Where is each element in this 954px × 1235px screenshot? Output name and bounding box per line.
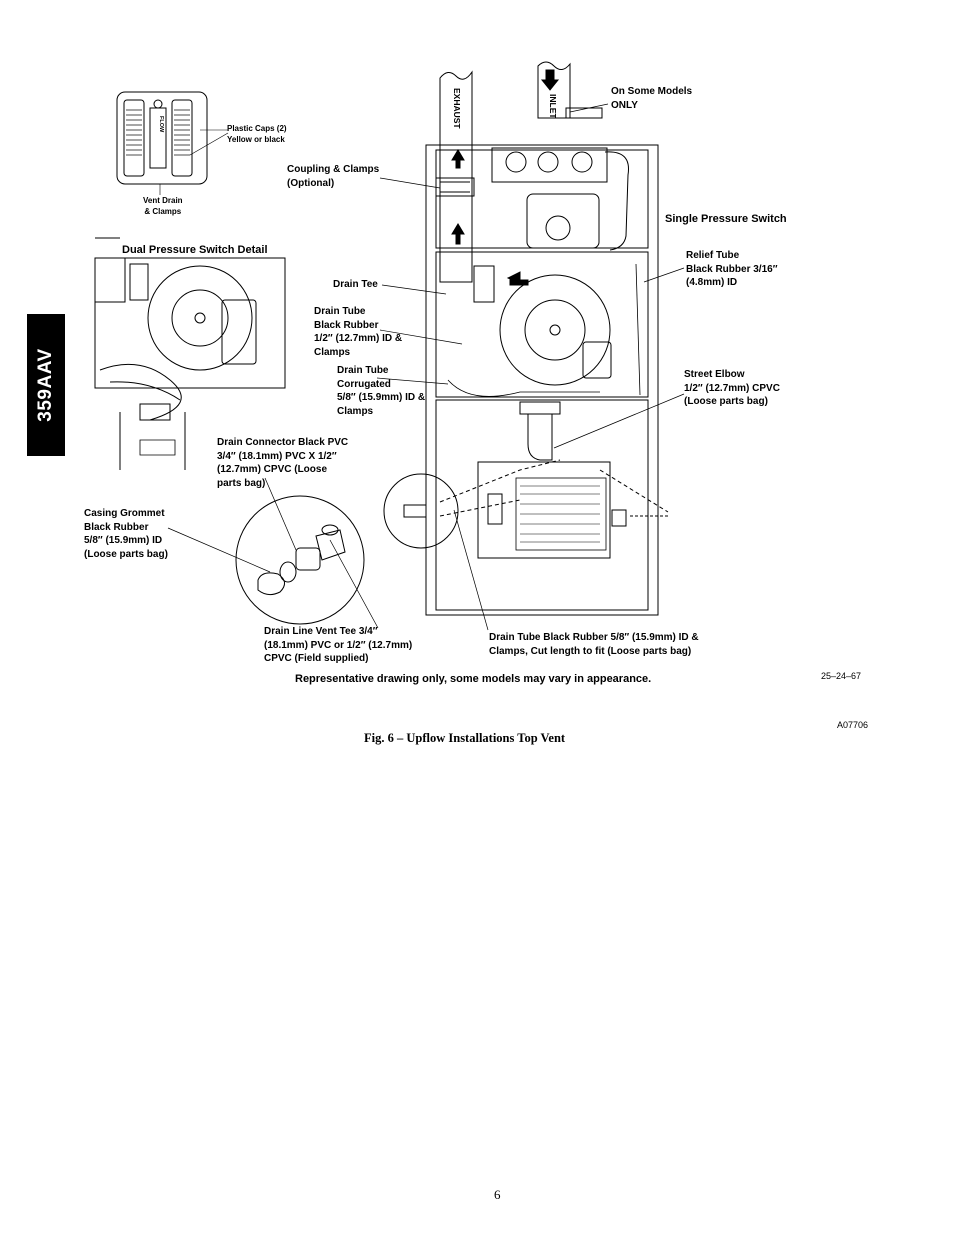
label-relief-tube: Relief Tube Black Rubber 3/16″ (4.8mm) I… [686,250,778,288]
label-dual-pressure-switch: Dual Pressure Switch Detail [122,244,268,256]
label-casing-grommet: Casing Grommet Black Rubber 5/8″ (15.9mm… [84,508,168,560]
furnace-installation-drawing [94,61,685,631]
drawing-note: Representative drawing only, some models… [295,673,652,685]
label-flow: FLOW [158,116,164,133]
label-drain-tube-black-rubber-58: Drain Tube Black Rubber 5/8″ (15.9mm) ID… [489,632,699,657]
label-vent-drain: Vent Drain & Clamps [143,196,183,216]
model-side-tab: 359AAV [27,314,65,456]
figure-id: A07706 [837,720,869,730]
vent-drain-detail [116,91,229,195]
drain-fittings-detail [235,495,365,625]
label-coupling-clamps: Coupling & Clamps (Optional) [287,164,380,189]
figure-caption: Fig. 6 – Upflow Installations Top Vent [364,731,566,745]
label-street-elbow: Street Elbow 1/2″ (12.7mm) CPVC (Loose p… [684,369,780,407]
page-number: 6 [494,1187,501,1202]
dual-pressure-switch-detail [94,237,286,470]
label-exhaust: EXHAUST [452,88,462,129]
vent-pipes [435,61,603,283]
label-drain-line-vent-tee: Drain Line Vent Tee 3/4″ (18.1mm) PVC or… [264,626,413,664]
label-drain-tube-corrugated: Drain Tube Corrugated 5/8″ (15.9mm) ID &… [337,365,426,417]
label-drain-tee: Drain Tee [333,279,378,290]
label-single-pressure-switch: Single Pressure Switch [665,213,787,225]
label-on-some-models: On Some Models ONLY [611,86,693,111]
label-plastic-caps: Plastic Caps (2) Yellow or black [227,124,287,144]
label-drain-connector: Drain Connector Black PVC 3/4″ (18.1mm) … [217,437,349,489]
drawing-number: 25–24–67 [821,671,862,681]
label-inlet: INLET [548,94,558,119]
leader-lines [167,103,685,631]
label-drain-tube-black-rubber: Drain Tube Black Rubber 1/2″ (12.7mm) ID… [314,306,403,358]
furnace-cabinet [383,144,669,616]
